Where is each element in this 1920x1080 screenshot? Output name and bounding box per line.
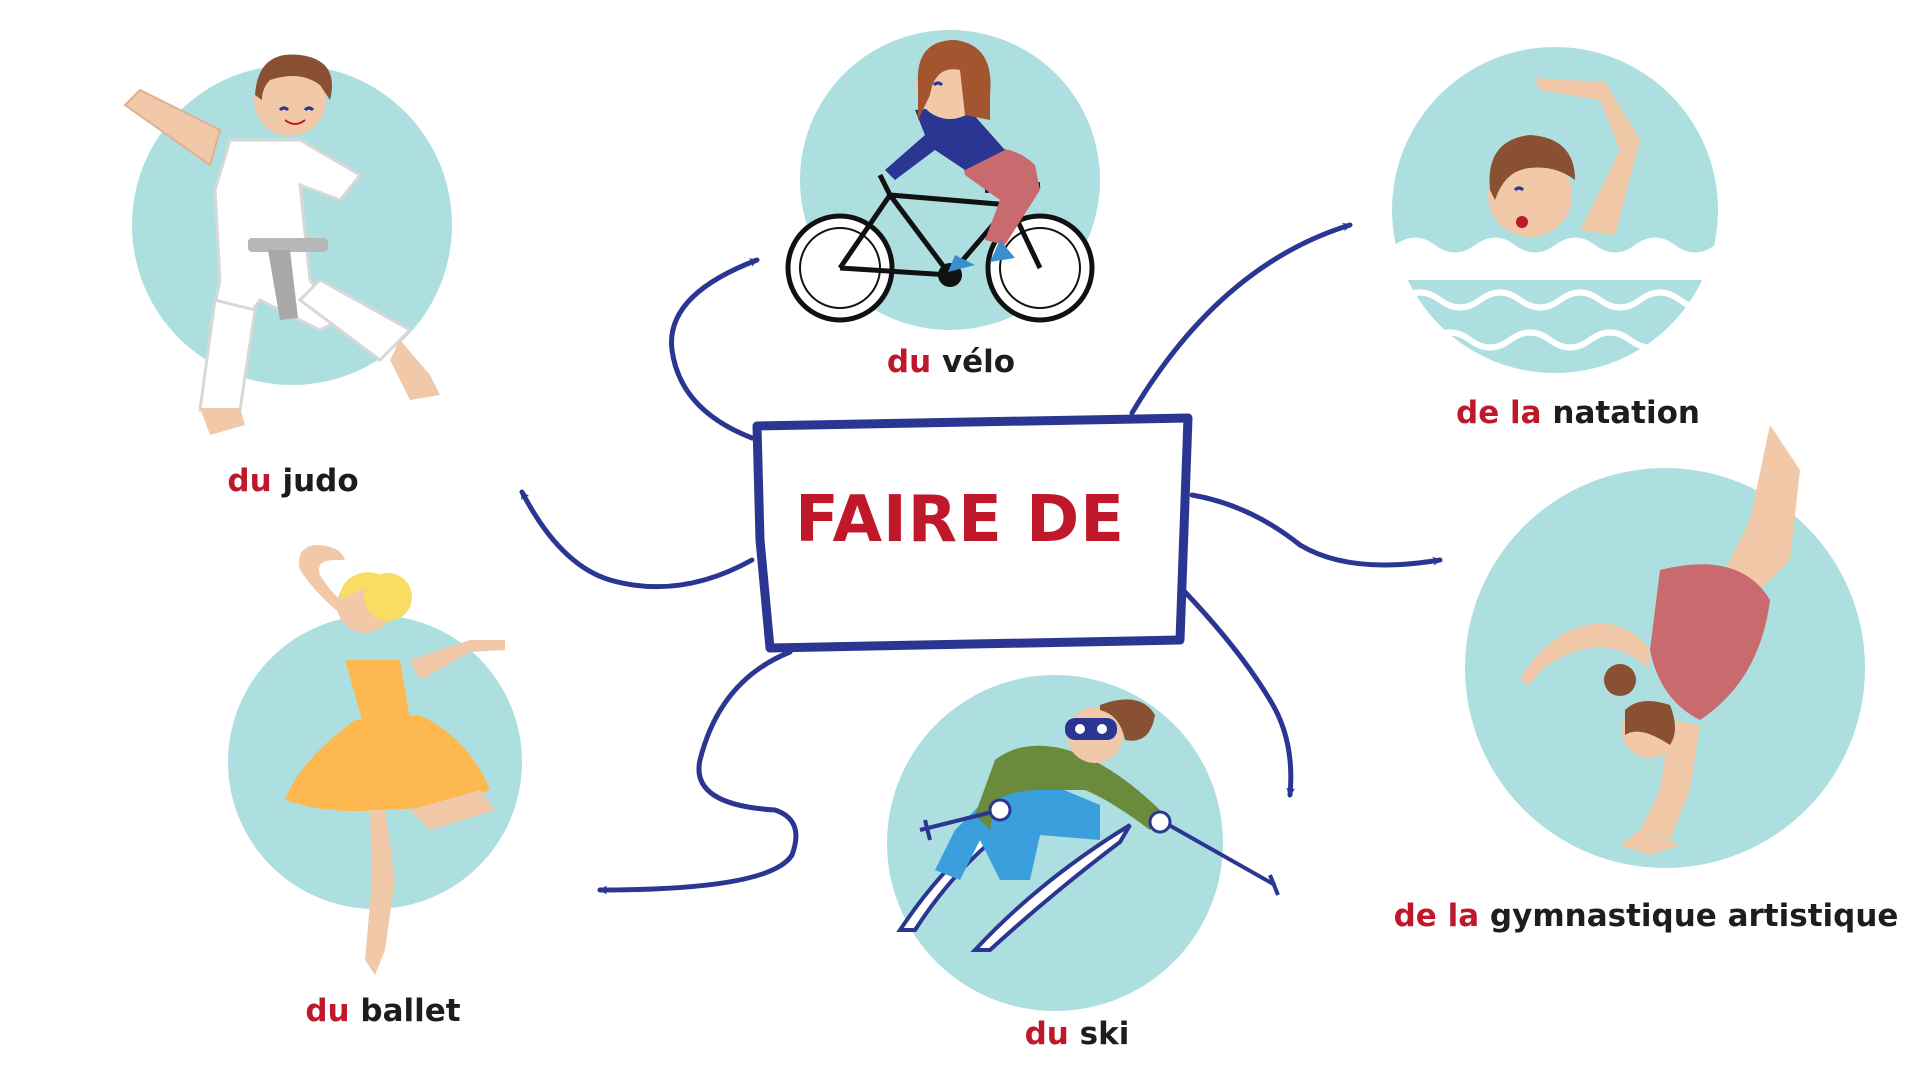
label-judo-article: du — [227, 463, 272, 499]
label-velo: du vélo — [887, 344, 1015, 380]
arrow-to-velo — [669, 257, 760, 441]
label-ballet: du ballet — [305, 993, 460, 1029]
label-velo-noun: vélo — [941, 344, 1016, 380]
label-ballet-noun: ballet — [360, 993, 461, 1029]
label-ski: du ski — [1025, 1016, 1130, 1052]
arrow-to-ski — [1182, 589, 1296, 798]
ballerina-icon — [285, 545, 505, 975]
diagram-title: FAIRE DE — [795, 483, 1125, 557]
swimmer-icon — [1395, 78, 1722, 351]
ski-circle — [887, 675, 1223, 1011]
bicycle-icon — [785, 40, 1095, 323]
arrow-to-judo — [519, 489, 755, 590]
skier-icon — [896, 699, 1280, 952]
label-ski-article: du — [1024, 1016, 1069, 1052]
arrow-to-gymnastique — [1189, 492, 1443, 568]
label-gymnastique-article: de la — [1393, 898, 1480, 934]
label-judo: du judo — [227, 463, 358, 499]
judo-icon — [123, 54, 440, 435]
label-judo-noun: judo — [282, 463, 359, 499]
label-natation: de la natation — [1456, 395, 1700, 431]
arrow-to-ballet — [597, 649, 799, 895]
label-gymnastique-noun: gymnastique artistique — [1489, 898, 1899, 934]
label-velo-article: du — [886, 344, 932, 380]
label-natation-article: de la — [1456, 395, 1542, 431]
label-gymnastique: de la gymnastique artistique — [1394, 898, 1899, 934]
gymnast-icon — [1520, 425, 1800, 855]
label-ski-noun: ski — [1079, 1016, 1130, 1052]
label-ballet-article: du — [305, 993, 350, 1029]
label-natation-noun: natation — [1552, 395, 1700, 431]
center-box — [752, 413, 1193, 653]
arrow-to-natation — [1129, 222, 1353, 416]
